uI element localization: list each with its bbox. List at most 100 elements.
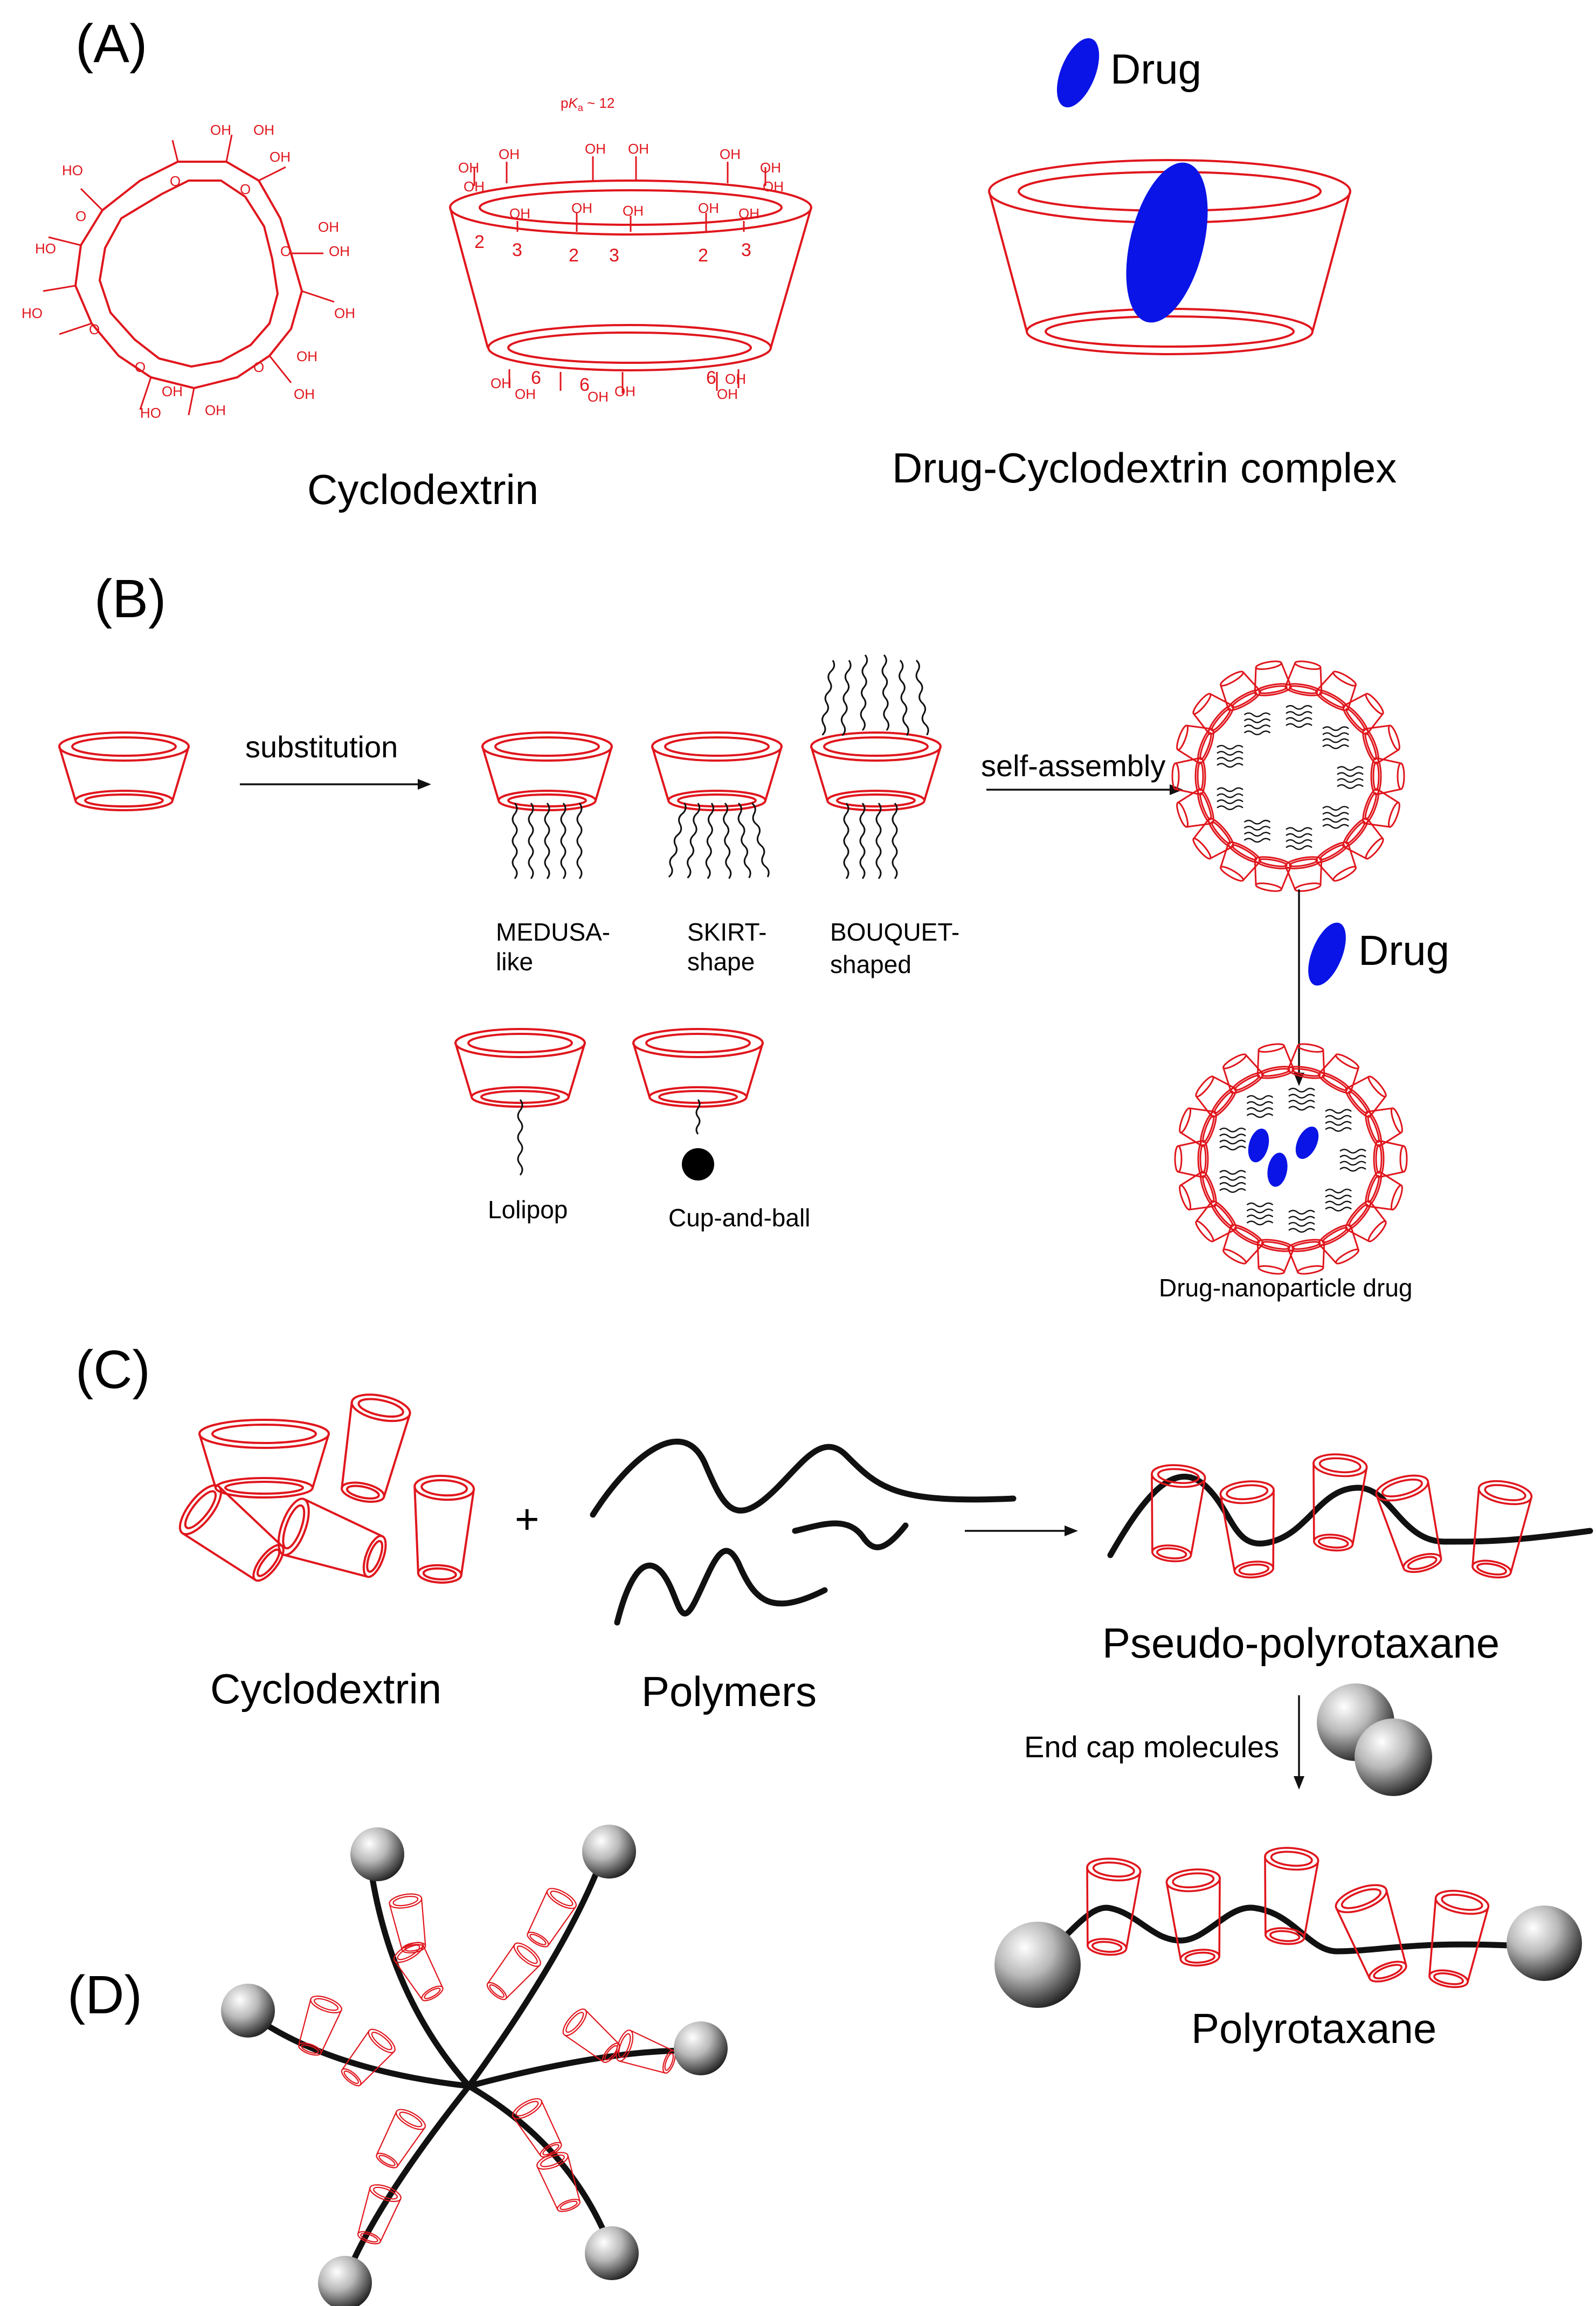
- star-end-cap: [318, 2256, 372, 2306]
- svg-text:OH: OH: [515, 386, 536, 402]
- svg-text:6: 6: [579, 375, 590, 395]
- panel-label-c: (C): [75, 1340, 150, 1400]
- star-end-cap: [585, 2226, 639, 2280]
- drug-label-b: Drug: [1358, 927, 1449, 974]
- threaded-cd: [1305, 1451, 1369, 1554]
- cyclodextrin-ring-structure: HO OH O OH O OH OH O OH OH O OH HO O OH …: [22, 122, 355, 421]
- svg-text:OH: OH: [270, 149, 291, 165]
- lolipop-label: Lolipop: [488, 1196, 568, 1224]
- skirt-shape-cd: [651, 731, 783, 880]
- svg-text:OH: OH: [464, 178, 485, 195]
- threaded-cd: [1463, 1476, 1535, 1583]
- vesicle-tail-cluster: [1322, 806, 1350, 829]
- vesicle-cd-unit: [1249, 854, 1293, 895]
- star-end-cap: [221, 1984, 275, 2038]
- vesicle-tail-cluster: [1288, 1087, 1316, 1111]
- plus-sign: +: [515, 1495, 540, 1543]
- vesicle-tail-cluster: [1219, 1170, 1247, 1193]
- star-threaded-cd: [509, 2094, 568, 2163]
- star-end-cap: [674, 2021, 728, 2075]
- vesicle-tail-cluster: [1324, 1189, 1352, 1212]
- end-cap-molecules: [1317, 1683, 1432, 1796]
- svg-text:OH: OH: [509, 205, 530, 222]
- end-cap-sphere: [1507, 1905, 1582, 1981]
- svg-text:OH: OH: [698, 200, 719, 216]
- svg-text:OH: OH: [585, 141, 606, 157]
- star-arm-polymer: [342, 2083, 472, 2283]
- svg-text:OH: OH: [588, 389, 609, 405]
- threaded-cd: [1256, 1845, 1321, 1948]
- svg-text:O: O: [280, 243, 291, 259]
- cup-and-ball-label: Cup-and-ball: [668, 1204, 810, 1232]
- svg-text:OH: OH: [499, 146, 520, 162]
- svg-text:3: 3: [741, 240, 751, 260]
- drug-legend: Drug: [1056, 38, 1201, 108]
- vesicle-tail-cluster: [1243, 712, 1271, 736]
- star-polyrotaxane: [221, 1825, 728, 2306]
- svg-text:OH: OH: [763, 178, 784, 195]
- threaded-cd: [1218, 1478, 1282, 1581]
- polyrotaxane: [994, 1845, 1582, 2008]
- polymer-chains: [590, 1439, 1017, 1626]
- threaded-cd: [1372, 1469, 1451, 1579]
- caption-drug-complex: Drug-Cyclodextrin complex: [892, 444, 1397, 492]
- cyclodextrin-cluster: [171, 1389, 475, 1593]
- skirt-label-1: SKIRT-: [687, 918, 766, 946]
- caption-cyclodextrin-a: Cyclodextrin: [307, 466, 538, 513]
- svg-text:OH: OH: [738, 205, 759, 222]
- drug-loaded-vesicle: [1174, 1040, 1408, 1278]
- vesicle-cd-unit: [1339, 814, 1390, 866]
- vesicle-tail-cluster: [1246, 1095, 1274, 1119]
- svg-text:OH: OH: [253, 122, 274, 138]
- svg-text:2: 2: [474, 232, 485, 252]
- star-threaded-cd: [370, 2105, 429, 2173]
- svg-text:OH: OH: [205, 402, 226, 418]
- svg-text:O: O: [75, 208, 86, 224]
- vesicle-tail-cluster: [1288, 1210, 1316, 1233]
- substitution-arrow: [240, 779, 431, 790]
- end-cap-arrow: [1294, 1695, 1304, 1790]
- star-threaded-cd: [480, 1938, 545, 2006]
- pseudo-polyrotaxane: [1107, 1451, 1593, 1583]
- svg-text:OH: OH: [725, 371, 746, 387]
- threaded-cd: [1164, 1866, 1228, 1969]
- caption-cyclodextrin-c: Cyclodextrin: [210, 1665, 441, 1713]
- self-assembly-label: self-assembly: [981, 749, 1165, 783]
- encapsulated-drugs: [1248, 1127, 1319, 1187]
- svg-text:O: O: [135, 359, 146, 375]
- svg-text:OH: OH: [623, 203, 644, 219]
- vesicle-cd-unit: [1283, 854, 1328, 895]
- svg-text:OH: OH: [571, 200, 592, 216]
- svg-text:HO: HO: [62, 162, 83, 178]
- vesicle-tail-cluster: [1285, 827, 1313, 850]
- caption-pseudo-polyrotaxane: Pseudo-polyrotaxane: [1102, 1619, 1500, 1667]
- svg-text:6: 6: [531, 368, 541, 388]
- drug-cyclodextrin-complex: [988, 159, 1351, 355]
- vesicle-cd-unit: [1283, 658, 1328, 699]
- svg-text:3: 3: [512, 240, 522, 260]
- bouquet-shaped-cd: [810, 654, 942, 880]
- skirt-label-2: shape: [687, 948, 755, 976]
- svg-text:OH: OH: [458, 160, 479, 176]
- star-arm-polymer: [466, 2083, 615, 2254]
- polymer-axle: [1107, 1473, 1593, 1558]
- svg-text:O: O: [89, 321, 100, 337]
- svg-text:OH: OH: [717, 386, 738, 402]
- cup-and-ball-cd: [632, 1028, 764, 1180]
- end-cap-label: End cap molecules: [1024, 1730, 1279, 1764]
- vesicle-tail-cluster: [1216, 744, 1244, 768]
- star-end-cap: [350, 1827, 404, 1881]
- svg-text:OH: OH: [296, 348, 317, 364]
- panel-label-a: (A): [75, 13, 147, 74]
- substitution-label: substitution: [245, 730, 398, 764]
- svg-text:pKa ~ 12: pKa ~ 12: [561, 95, 614, 113]
- vesicle-cd-unit: [1286, 1237, 1330, 1278]
- svg-text:O: O: [170, 173, 181, 189]
- vesicle-cd-unit: [1186, 687, 1238, 738]
- panel-label-d: (D): [67, 1965, 142, 2025]
- svg-text:OH: OH: [210, 122, 231, 138]
- bouquet-label-1: BOUQUET-: [830, 918, 959, 946]
- cd-vesicle: [1171, 658, 1405, 895]
- vesicle-cd-unit: [1342, 1197, 1393, 1248]
- svg-text:OH: OH: [628, 141, 649, 157]
